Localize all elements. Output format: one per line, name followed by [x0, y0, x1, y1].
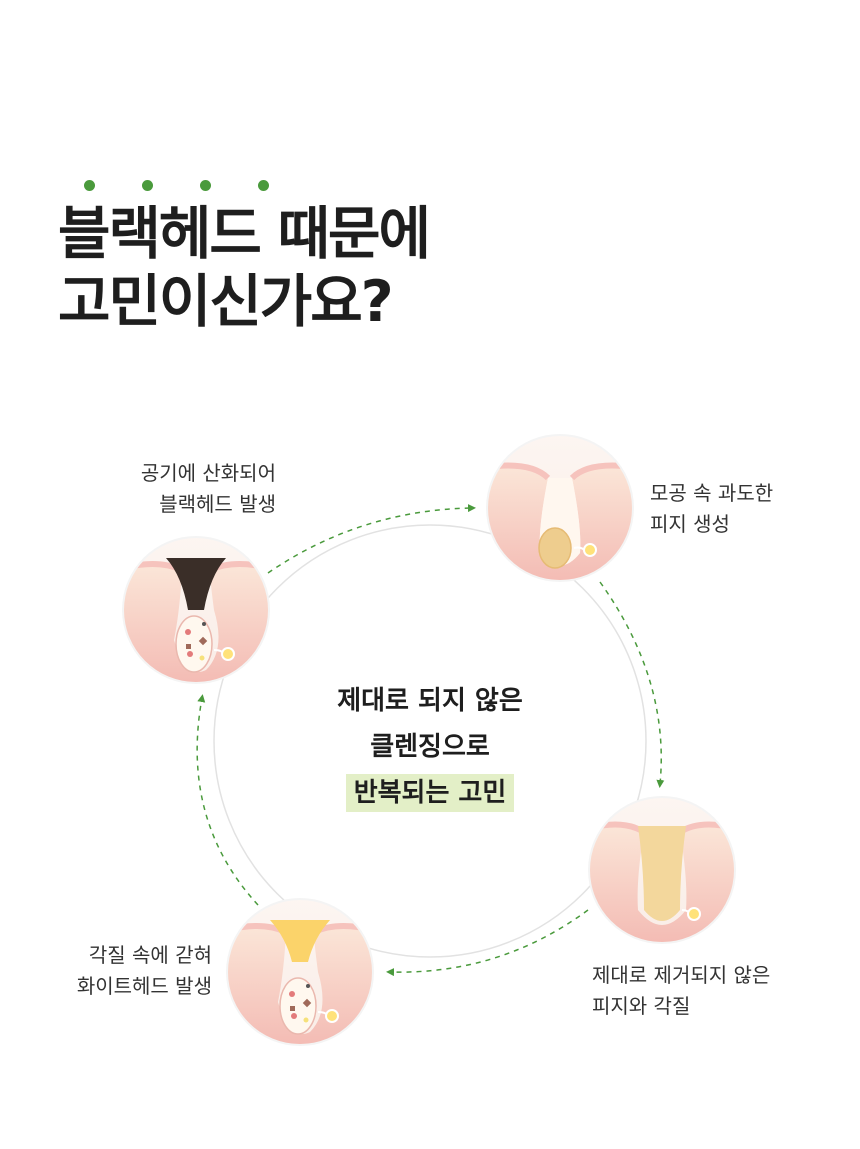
cycle-ring	[213, 524, 647, 958]
dot-icon	[84, 180, 95, 191]
arrow-icon	[196, 694, 259, 906]
arrow-icon	[386, 909, 589, 977]
dot-icon	[142, 180, 153, 191]
caption-line: 제대로 제거되지 않은	[592, 963, 771, 987]
stage-caption: 제대로 제거되지 않은 피지와 각질	[592, 960, 770, 1022]
dot-icon	[200, 180, 211, 191]
caption-line: 각질 속에 갇혀	[88, 943, 212, 967]
caption-line: 블랙헤드 발생	[159, 492, 276, 516]
caption-line: 피지와 각질	[592, 994, 691, 1018]
stage-caption: 공기에 산화되어 블랙헤드 발생	[141, 458, 276, 520]
arrow-icon	[599, 581, 665, 788]
title-line: 고민이신가요?	[58, 269, 394, 335]
pore-sebum-icon	[486, 434, 634, 582]
center-highlight: 반복되는 고민	[345, 774, 515, 812]
caption-line: 모공 속 과도한	[650, 481, 774, 505]
page-title: 블랙헤드 때문에 고민이신가요?	[58, 200, 431, 336]
pore-blackhead-icon	[122, 536, 270, 684]
center-message: 제대로 되지 않은 클렌징으로 반복되는 고민	[230, 678, 630, 816]
dot-icon	[258, 180, 269, 191]
stage-caption: 각질 속에 갇혀 화이트헤드 발생	[77, 940, 212, 1002]
arrow-icon	[267, 504, 476, 574]
center-line: 클렌징으로	[370, 732, 490, 762]
caption-line: 공기에 산화되어	[140, 461, 276, 485]
caption-line: 피지 생성	[650, 512, 730, 536]
center-line: 제대로 되지 않은	[337, 686, 523, 716]
stage-caption: 모공 속 과도한 피지 생성	[650, 478, 773, 540]
pore-whitehead-icon	[226, 898, 374, 1046]
caption-line: 화이트헤드 발생	[76, 974, 212, 998]
title-line: 블랙헤드 때문에	[58, 201, 431, 267]
pore-clogged-icon	[588, 796, 736, 944]
decorative-dots	[84, 180, 274, 192]
